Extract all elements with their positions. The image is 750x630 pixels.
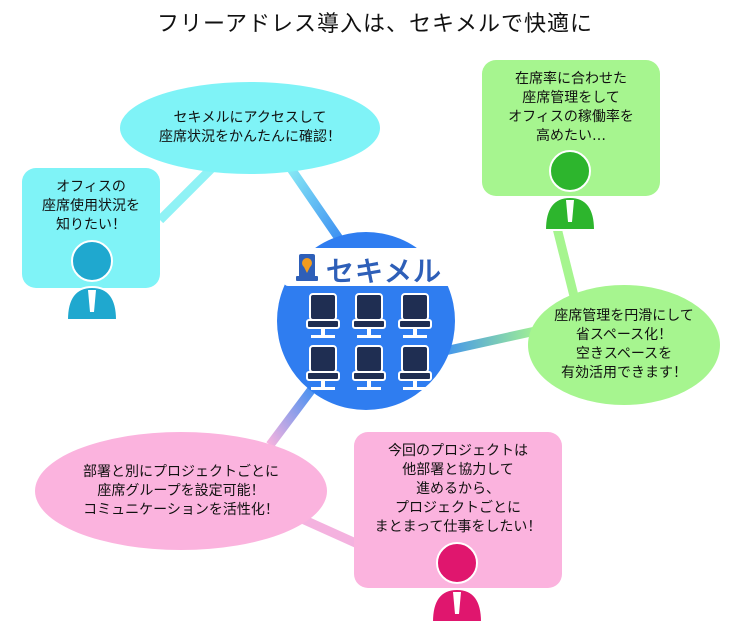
feature-bubble-green: 座席管理を円滑にして 省スペース化！ 空きスペースを 有効活用できます！ <box>528 285 720 405</box>
person-icon <box>430 542 484 623</box>
office-chair-icon <box>398 345 432 390</box>
feature-bubble-pink-text: 部署と別にプロジェクトごとに 座席グループを設定可能！ コミュニケーションを活性… <box>83 463 279 518</box>
office-chair-icon <box>352 345 386 390</box>
link-green-user <box>550 218 580 302</box>
link-pink-user <box>298 513 362 550</box>
office-chair-icon <box>352 293 386 338</box>
user-card-cyan-text: オフィスの 座席使用状況を 知りたい！ <box>42 179 140 233</box>
user-card-cyan: オフィスの 座席使用状況を 知りたい！ <box>22 168 160 288</box>
feature-bubble-cyan: セキメルにアクセスして 座席状況をかんたんに確認！ <box>120 82 380 174</box>
office-chair-icon <box>306 345 340 390</box>
person-icon <box>65 240 119 321</box>
link-cyan-feature <box>281 157 344 243</box>
person-icon <box>543 150 597 231</box>
logo: セキメル <box>284 248 454 288</box>
feature-bubble-green-text: 座席管理を円滑にして 省スペース化！ 空きスペースを 有効活用できます！ <box>554 308 694 381</box>
feature-bubble-pink: 部署と別にプロジェクトごとに 座席グループを設定可能！ コミュニケーションを活性… <box>35 432 327 550</box>
office-chair-icon <box>398 293 432 338</box>
link-pink-feature <box>266 382 319 448</box>
link-green-feature <box>439 325 541 357</box>
location-pin-icon <box>296 254 318 281</box>
office-chair-icon <box>306 293 340 338</box>
feature-bubble-cyan-text: セキメルにアクセスして 座席状況をかんたんに確認！ <box>159 110 341 145</box>
diagram-title: フリーアドレス導入は、セキメルで快適に <box>156 12 594 37</box>
logo-text: セキメル <box>326 255 443 288</box>
user-card-pink-text: 今回のプロジェクトは 他部署と協力して 進めるから、 プロジェクトごとに まとま… <box>374 443 542 535</box>
user-card-green-text: 在席率に合わせた 座席管理をして オフィスの稼働率を 高めたい… <box>508 71 634 144</box>
chair-grid <box>306 293 432 390</box>
